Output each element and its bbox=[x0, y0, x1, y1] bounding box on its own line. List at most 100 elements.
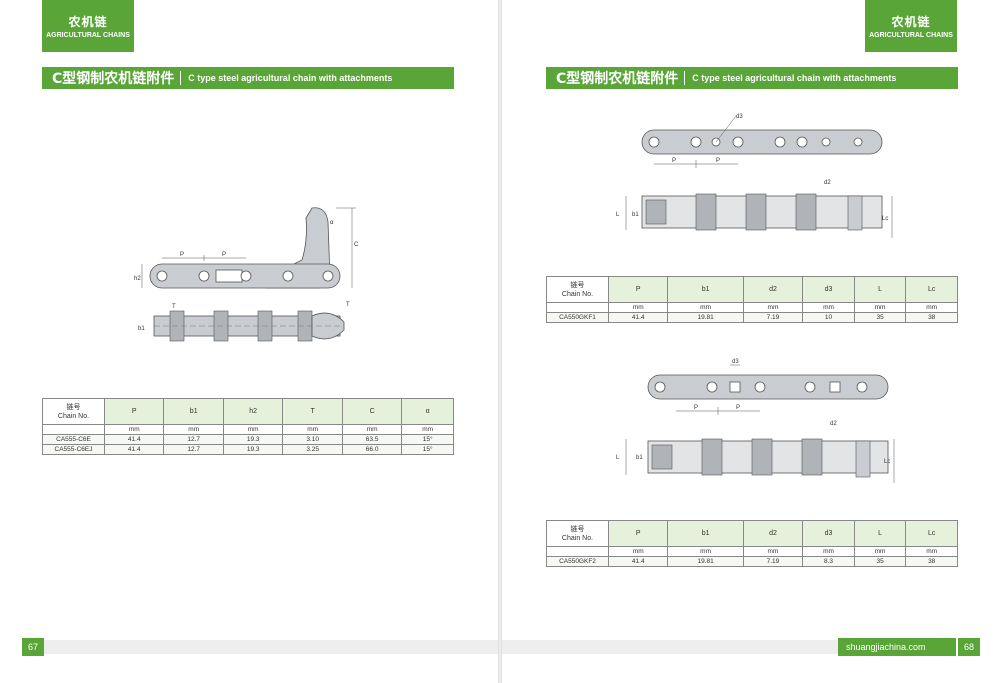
dim-label-t1: T bbox=[172, 304, 176, 310]
category-tab-en: AGRICULTURAL CHAINS bbox=[46, 32, 130, 39]
chain-no-header-cn: 链号 bbox=[570, 525, 585, 533]
section-title-cn: C型钢制农机链附件 bbox=[556, 71, 679, 87]
chain-drawing-gkf2: P P d3 L b1 Lc d2 bbox=[616, 359, 895, 483]
spec-table-gkf2: 链号 Chain No. P b1 d2 d3 L Lc mm mm mm mm… bbox=[546, 520, 958, 567]
unit-cell: mm bbox=[802, 546, 855, 557]
dim-label-t2: T bbox=[346, 302, 350, 308]
attachment-lug bbox=[847, 195, 863, 231]
title-separator bbox=[684, 71, 686, 85]
value-cell: 19.3 bbox=[222, 444, 284, 455]
pin-hole bbox=[322, 270, 334, 282]
value-cell: 7.19 bbox=[742, 312, 804, 323]
unit-cell: mm bbox=[607, 302, 669, 313]
dim-label-lc: Lc bbox=[882, 216, 888, 222]
unit-cell: mm bbox=[742, 546, 804, 557]
footer-bar bbox=[502, 640, 838, 654]
value-cell: 35 bbox=[853, 312, 907, 323]
chain-link-plate bbox=[647, 374, 889, 400]
value-cell: 3.10 bbox=[282, 434, 343, 445]
left-page: 农机链 AGRICULTURAL CHAINS C型钢制农机链附件 C type… bbox=[0, 0, 498, 683]
category-tab: 农机链 AGRICULTURAL CHAINS bbox=[865, 0, 957, 52]
page-number: 68 bbox=[958, 638, 980, 656]
unit-cell: mm bbox=[607, 546, 669, 557]
value-cell: 41.4 bbox=[103, 434, 165, 445]
dim-label-p2: P bbox=[222, 252, 226, 258]
chain-no-header: 链号 Chain No. bbox=[546, 276, 609, 303]
dim-label-b1: b1 bbox=[138, 326, 145, 332]
column-header: P bbox=[103, 398, 165, 425]
dim-label-d3: d3 bbox=[736, 114, 743, 120]
pin-hole bbox=[282, 270, 294, 282]
footer-bar bbox=[44, 640, 498, 654]
slot bbox=[215, 269, 243, 283]
unit-cell: mm bbox=[163, 424, 224, 435]
table-row: CA550GKF1 41.4 19.81 7.19 10 35 38 bbox=[546, 312, 958, 323]
title-separator bbox=[180, 71, 182, 85]
value-cell: 41.4 bbox=[607, 556, 669, 567]
dim-label-p1: P bbox=[694, 405, 698, 411]
column-header: C bbox=[341, 398, 403, 425]
column-header: b1 bbox=[163, 398, 224, 425]
pin-hole bbox=[198, 270, 210, 282]
roller bbox=[695, 193, 717, 231]
chain-no-header: 链号 Chain No. bbox=[546, 520, 609, 547]
value-cell: 3.25 bbox=[282, 444, 343, 455]
pin-hole bbox=[156, 270, 168, 282]
value-cell: 7.19 bbox=[742, 556, 804, 567]
roller bbox=[651, 444, 673, 470]
section-title-en: C type steel agricultural chain with att… bbox=[692, 73, 897, 83]
column-header: T bbox=[282, 398, 343, 425]
unit-cell: mm bbox=[282, 424, 343, 435]
value-cell: 10 bbox=[802, 312, 855, 323]
column-header: L bbox=[853, 276, 907, 303]
category-tab-cn: 农机链 bbox=[891, 15, 931, 29]
dim-label-d2: d2 bbox=[824, 180, 831, 186]
attachment-hole bbox=[821, 137, 831, 147]
chain-no-header: 链号 Chain No. bbox=[42, 398, 105, 425]
unit-cell bbox=[42, 424, 105, 435]
dim-label-d2: d2 bbox=[830, 421, 837, 427]
dim-label-h2: h2 bbox=[134, 276, 141, 282]
right-page: 农机链 AGRICULTURAL CHAINS C型钢制农机链附件 C type… bbox=[502, 0, 1000, 683]
value-cell: 15° bbox=[401, 444, 454, 455]
chain-no-cell: CA550GKF1 bbox=[546, 312, 609, 323]
pin-hole bbox=[690, 136, 702, 148]
category-tab-cn: 农机链 bbox=[68, 15, 108, 29]
unit-cell: mm bbox=[853, 546, 907, 557]
chain-no-cell: CA555-C6EJ bbox=[42, 444, 105, 455]
dim-label-lc: Lc bbox=[884, 459, 890, 465]
roller bbox=[801, 438, 823, 476]
square-hole bbox=[829, 381, 841, 393]
roller bbox=[645, 199, 667, 225]
value-cell: 41.4 bbox=[103, 444, 165, 455]
roller bbox=[795, 193, 817, 231]
value-cell: 63.5 bbox=[341, 434, 403, 445]
value-cell: 41.4 bbox=[607, 312, 669, 323]
unit-cell: mm bbox=[905, 546, 958, 557]
column-header: b1 bbox=[667, 520, 744, 547]
value-cell: 12.7 bbox=[163, 434, 224, 445]
unit-cell: mm bbox=[103, 424, 165, 435]
column-header: d2 bbox=[742, 276, 804, 303]
chain-no-cell: CA550GKF2 bbox=[546, 556, 609, 567]
value-cell: 66.0 bbox=[341, 444, 403, 455]
pin-hole bbox=[732, 136, 744, 148]
dim-label-d3: d3 bbox=[732, 359, 739, 365]
chain-no-header-cn: 链号 bbox=[66, 403, 81, 411]
column-header: b1 bbox=[667, 276, 744, 303]
value-cell: 38 bbox=[905, 312, 958, 323]
unit-cell: mm bbox=[802, 302, 855, 313]
unit-cell: mm bbox=[341, 424, 403, 435]
value-cell: 19.3 bbox=[222, 434, 284, 445]
attachment-lug bbox=[855, 440, 871, 478]
pin-hole bbox=[796, 136, 808, 148]
section-title-bar: C型钢制农机链附件 C type steel agricultural chai… bbox=[546, 67, 958, 89]
square-hole bbox=[729, 381, 741, 393]
column-header: d2 bbox=[742, 520, 804, 547]
chain-no-cell: CA555-C6E bbox=[42, 434, 105, 445]
unit-cell: mm bbox=[667, 546, 744, 557]
pin-hole bbox=[654, 381, 666, 393]
pin-hole bbox=[754, 381, 766, 393]
website-link[interactable]: shuangjiachina.com bbox=[838, 638, 956, 656]
dim-label-b1: b1 bbox=[632, 212, 639, 218]
